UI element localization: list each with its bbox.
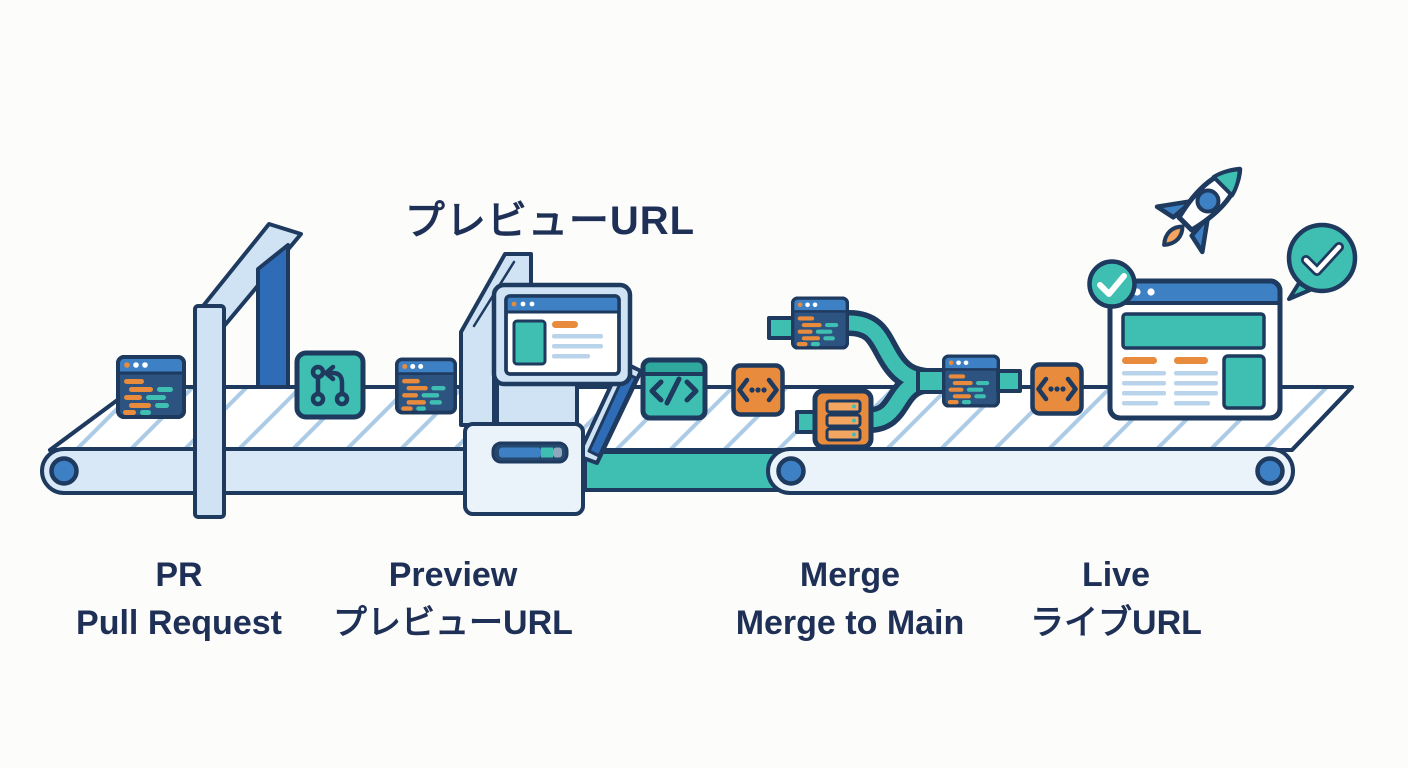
stage-title: PR: [155, 556, 203, 594]
belt-hatch-line: [120, 387, 202, 450]
belt-hatch-line: [0, 380, 38, 458]
stage-label-live: Live ライブURL: [956, 551, 1276, 647]
preview-url-banner: プレビューURL: [404, 199, 696, 243]
code-tag-icon: [640, 357, 708, 421]
belt-hatch-line: [1364, 380, 1408, 458]
pipe-stub: [996, 369, 1022, 393]
belt-front-right: [766, 447, 1295, 495]
code-window-icon: [942, 354, 1000, 408]
preview-machine-icon: [459, 252, 643, 516]
belt-hatch-line: [390, 387, 472, 450]
stage-label-merge: Merge Merge to Main: [690, 551, 1010, 647]
live-browser-icon: [1107, 278, 1283, 421]
rocket-window: [1195, 188, 1221, 214]
git-pull-request-icon: [294, 350, 366, 420]
check-bubble-icon: [1286, 222, 1358, 301]
belt-front-left: [40, 447, 542, 495]
code-window-icon: [791, 296, 849, 350]
code-change-icon: [1033, 365, 1082, 414]
code-change-icon: [734, 366, 783, 415]
belt-hatch-line: [1254, 387, 1336, 450]
belt-teal-section: [583, 450, 787, 492]
roller-left: [49, 456, 79, 486]
roller-right: [1255, 456, 1285, 486]
code-window-icon: [116, 355, 186, 419]
pipe-stub: [916, 368, 948, 394]
stage-label-preview: Preview プレビューURL: [293, 551, 613, 647]
rocket-icon: [1154, 166, 1243, 255]
code-window-icon: [395, 357, 457, 415]
roller-middle: [776, 456, 806, 486]
stage-title: Preview: [388, 556, 518, 594]
belt-hatch-line: [1038, 387, 1120, 450]
stage-label-pr: PR Pull Request: [19, 551, 339, 647]
check-circle-icon: [1087, 259, 1137, 309]
stage-title: Live: [1081, 556, 1151, 594]
stage-subtitle: Pull Request: [76, 604, 282, 642]
server-icon: [812, 388, 874, 450]
stage-title: Merge: [799, 556, 901, 594]
stage-subtitle: Merge to Main: [735, 604, 965, 642]
gate-icon: [193, 222, 303, 519]
preview-browser-icon: [504, 294, 621, 376]
stage-subtitle: ライブURL: [1030, 604, 1202, 642]
stage-subtitle: プレビューURL: [333, 604, 573, 642]
